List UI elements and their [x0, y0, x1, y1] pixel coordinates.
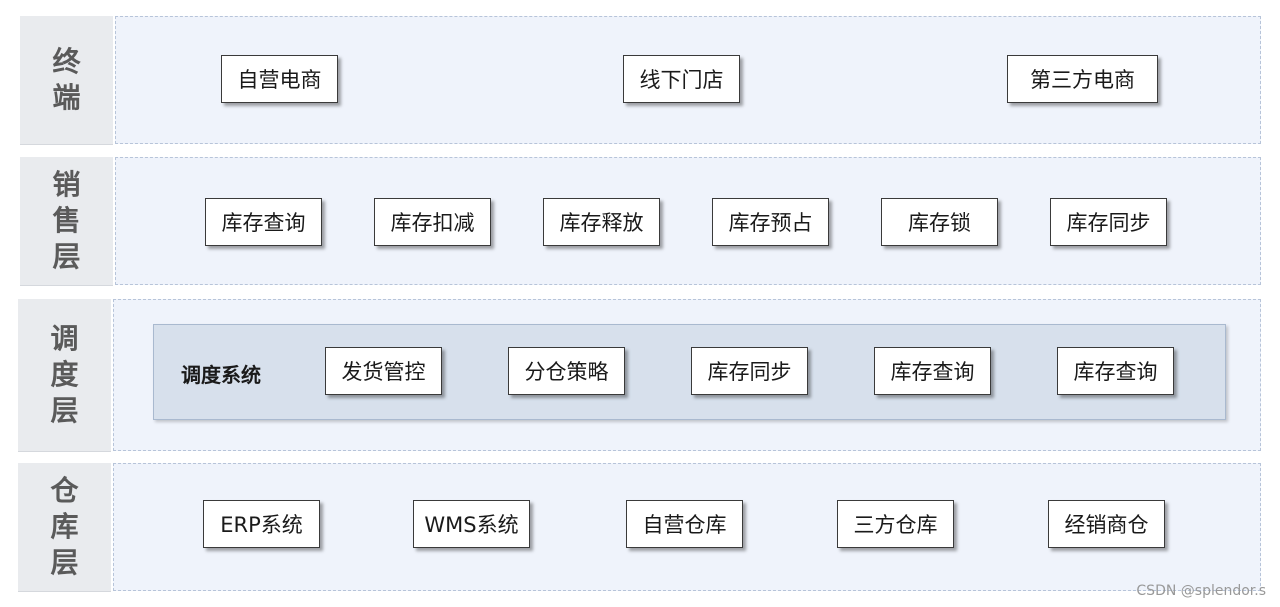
layer-label-terminal: 终 端 — [20, 16, 113, 145]
sales-item-inventory-deduct[interactable]: 库存扣减 — [374, 198, 491, 246]
layer-label-char: 层 — [52, 240, 81, 273]
warehouse-item-dealer-warehouse[interactable]: 经销商仓 — [1048, 500, 1165, 548]
sales-item-inventory-query[interactable]: 库存查询 — [205, 198, 322, 246]
layer-label-dispatch: 调 度 层 — [18, 299, 111, 452]
dispatch-item-shipping-control[interactable]: 发货管控 — [325, 347, 442, 395]
dispatch-item-inventory-query-2[interactable]: 库存查询 — [1057, 347, 1174, 395]
watermark: CSDN @splendor.s — [1136, 583, 1266, 599]
terminal-item-offline-store[interactable]: 线下门店 — [623, 55, 740, 103]
layer-label-char: 销 — [52, 168, 81, 201]
layer-label-char: 仓 — [50, 474, 79, 507]
layer-label-warehouse: 仓 库 层 — [18, 463, 111, 592]
sales-item-inventory-lock[interactable]: 库存锁 — [881, 198, 998, 246]
layer-label-char: 终 — [52, 45, 81, 78]
terminal-item-third-party-ecommerce[interactable]: 第三方电商 — [1007, 55, 1158, 103]
layer-label-char: 端 — [52, 81, 81, 114]
warehouse-item-erp-system[interactable]: ERP系统 — [203, 500, 320, 548]
warehouse-item-self-warehouse[interactable]: 自营仓库 — [626, 500, 743, 548]
layer-label-char: 库 — [50, 510, 79, 543]
sales-item-inventory-release[interactable]: 库存释放 — [543, 198, 660, 246]
layer-label-char: 调 — [50, 322, 79, 355]
dispatch-item-inventory-sync[interactable]: 库存同步 — [691, 347, 808, 395]
dispatch-item-warehouse-strategy[interactable]: 分仓策略 — [508, 347, 625, 395]
dispatch-system-title: 调度系统 — [181, 363, 261, 387]
warehouse-item-third-party-warehouse[interactable]: 三方仓库 — [837, 500, 954, 548]
layer-label-sales: 销 售 层 — [20, 157, 113, 286]
layer-label-char: 度 — [50, 358, 79, 391]
terminal-item-self-ecommerce[interactable]: 自营电商 — [221, 55, 338, 103]
dispatch-item-inventory-query-1[interactable]: 库存查询 — [874, 347, 991, 395]
warehouse-item-wms-system[interactable]: WMS系统 — [413, 500, 530, 548]
layer-label-char: 层 — [50, 546, 79, 579]
layer-label-char: 售 — [52, 204, 81, 237]
sales-item-inventory-reserve[interactable]: 库存预占 — [712, 198, 829, 246]
sales-item-inventory-sync[interactable]: 库存同步 — [1050, 198, 1167, 246]
layer-label-char: 层 — [50, 394, 79, 427]
